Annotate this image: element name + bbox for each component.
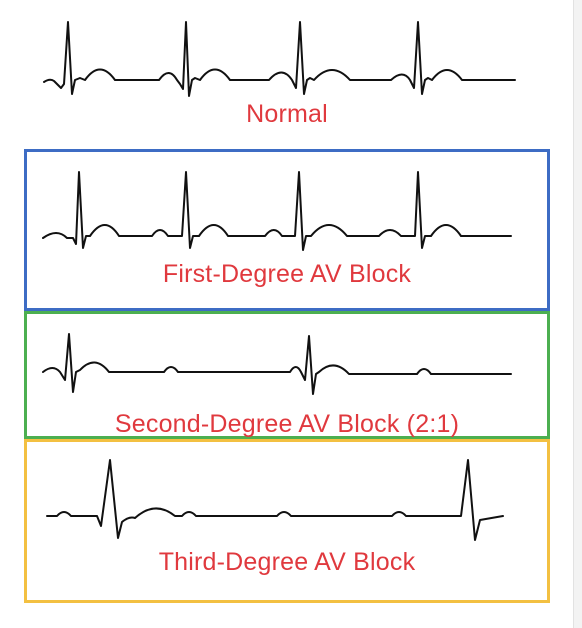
second-degree-label: Second-Degree AV Block (2:1): [114, 410, 460, 438]
third-degree-ecg-trace: [46, 459, 504, 541]
third-degree-av-block-panel: Third-Degree AV Block: [24, 439, 550, 603]
normal-label: Normal: [246, 100, 328, 128]
normal-ecg-trace: [43, 21, 516, 97]
window-right-edge: [573, 0, 582, 628]
normal-rhythm-panel: Normal: [24, 8, 550, 146]
second-degree-av-block-panel: Second-Degree AV Block (2:1): [24, 311, 550, 439]
first-degree-label: First-Degree AV Block: [162, 260, 412, 288]
first-degree-av-block-panel: First-Degree AV Block: [24, 149, 550, 311]
second-degree-ecg-trace: [42, 333, 512, 395]
third-degree-label: Third-Degree AV Block: [158, 548, 416, 576]
first-degree-ecg-trace: [42, 171, 512, 251]
